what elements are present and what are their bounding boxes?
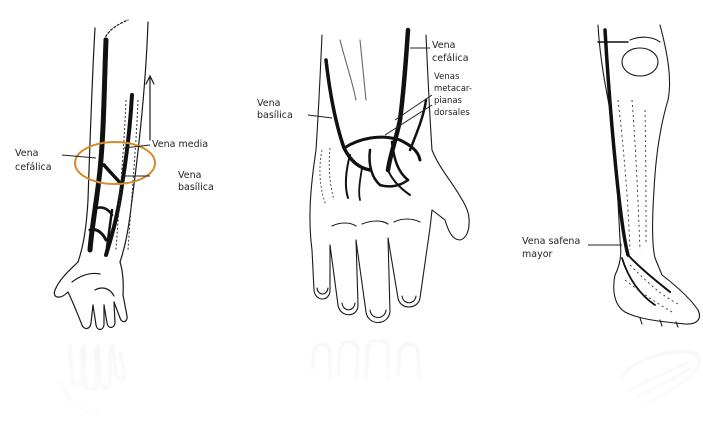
reflection-fade: [0, 330, 703, 435]
label-leg-safena-1: Vena safena: [522, 236, 580, 247]
label-leg-safena-2: mayor: [522, 249, 552, 260]
